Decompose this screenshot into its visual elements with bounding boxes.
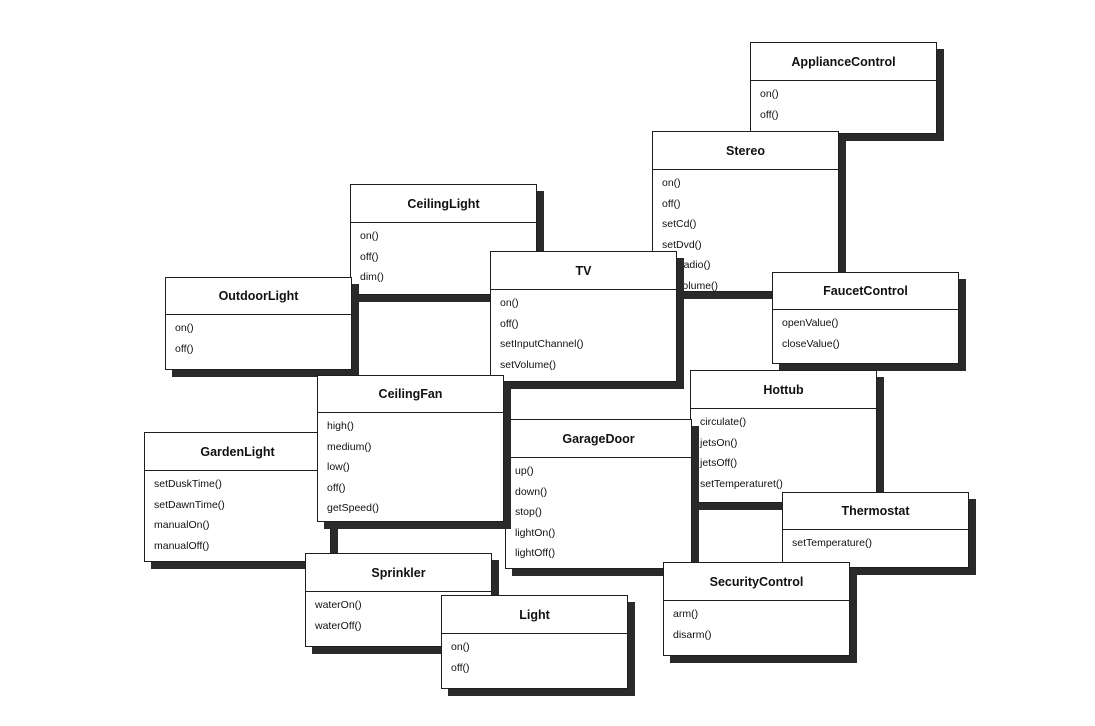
class-hottub: Hottub circulate() jetsOn() jetsOff() setTem… xyxy=(690,370,877,503)
method-list: up() down() stop() lightOn() lightOff() xyxy=(506,458,691,564)
method: manualOff() xyxy=(154,539,210,552)
method-list: high() medium() low() off() getSpeed() xyxy=(318,413,503,519)
method-list: on() off() setInputChannel() setVolume() xyxy=(491,290,676,375)
class-name: Thermostat xyxy=(783,493,968,530)
method: setVolume() xyxy=(500,358,557,371)
class-name: Hottub xyxy=(691,371,876,409)
method: dim() xyxy=(360,271,384,283)
class-name: GardenLight xyxy=(145,433,330,471)
method: setTemperaturet() xyxy=(700,477,783,490)
method: on() xyxy=(451,641,470,653)
class-garden-light: GardenLight setDuskTime() setDawnTime() man… xyxy=(144,432,331,562)
class-light: Light on() off() xyxy=(441,595,628,689)
method: down() xyxy=(515,485,548,498)
method: on() xyxy=(760,88,779,100)
class-name: SecurityControl xyxy=(664,563,849,601)
class-ceiling-fan: CeilingFan high() medium() low() off() getSpe… xyxy=(317,375,504,522)
method: lightOn() xyxy=(515,526,556,539)
method: off() xyxy=(662,197,681,210)
method: off() xyxy=(500,317,519,330)
class-name: Stereo xyxy=(653,132,838,170)
class-name: FaucetControl xyxy=(773,273,958,310)
class-name: CeilingLight xyxy=(351,185,536,223)
method-list: waterOn() waterOff() xyxy=(306,592,491,636)
class-name: TV xyxy=(491,252,676,290)
method-list: setTemperature() xyxy=(783,530,968,554)
method: off() xyxy=(360,250,379,263)
method: off() xyxy=(327,481,346,494)
class-garage-door: GarageDoor up() down() stop() lightOn() light… xyxy=(505,419,692,569)
method: off() xyxy=(451,661,470,674)
class-name: Light xyxy=(442,596,627,634)
method: setTemperature() xyxy=(792,537,872,549)
method: closeValue() xyxy=(782,337,840,350)
method: disarm() xyxy=(673,628,712,641)
method: waterOn() xyxy=(315,599,362,611)
method: jetsOff() xyxy=(700,457,738,469)
method: stop() xyxy=(515,506,542,518)
class-name: ApplianceControl xyxy=(751,43,936,81)
class-security-control: SecurityControl arm() disarm() xyxy=(663,562,850,656)
method-list: openValue() closeValue() xyxy=(773,310,958,354)
method: manualOn() xyxy=(154,519,210,531)
method: setDvd() xyxy=(662,238,702,251)
method: lightOff() xyxy=(515,547,556,559)
method: off() xyxy=(760,108,779,121)
method: low() xyxy=(327,461,350,473)
method: high() xyxy=(327,420,354,432)
method: setDuskTime() xyxy=(154,478,222,490)
method: setDawnTime() xyxy=(154,498,225,511)
method: up() xyxy=(515,465,534,477)
method: setInputChannel() xyxy=(500,338,584,350)
method-list: circulate() jetsOn() jetsOff() setTemperatu… xyxy=(691,409,876,494)
method-list: setDuskTime() setDawnTime() manualOn() manu… xyxy=(145,471,330,556)
class-outdoor-light: OutdoorLight on() off() xyxy=(165,277,352,370)
method: getSpeed() xyxy=(327,502,379,514)
class-thermostat: Thermostat setTemperature() xyxy=(782,492,969,568)
method-list: on() off() xyxy=(442,634,627,678)
method: on() xyxy=(175,322,194,334)
class-appliance-control: ApplianceControl on() off() xyxy=(750,42,937,134)
method: setCd() xyxy=(662,218,697,230)
method-list: arm() disarm() xyxy=(664,601,849,645)
class-faucet-control: FaucetControl openValue() closeValue() xyxy=(772,272,959,364)
method: on() xyxy=(662,177,681,189)
class-name: Sprinkler xyxy=(306,554,491,592)
method-list: on() off() xyxy=(166,315,351,359)
class-tv: TV on() off() setInputChannel() setVolume() xyxy=(490,251,677,382)
method-list: on() off() xyxy=(751,81,936,125)
method: circulate() xyxy=(700,416,747,428)
method: on() xyxy=(500,297,519,309)
method: openValue() xyxy=(782,317,839,329)
method: off() xyxy=(175,342,194,355)
class-name: GarageDoor xyxy=(506,420,691,458)
method: waterOff() xyxy=(315,619,362,632)
class-name: OutdoorLight xyxy=(166,278,351,315)
class-name: CeilingFan xyxy=(318,376,503,413)
method: jetsOn() xyxy=(700,436,738,449)
method-list: on() off() dim() xyxy=(351,223,536,288)
method: medium() xyxy=(327,440,372,453)
method: arm() xyxy=(673,608,699,620)
method: on() xyxy=(360,230,379,242)
